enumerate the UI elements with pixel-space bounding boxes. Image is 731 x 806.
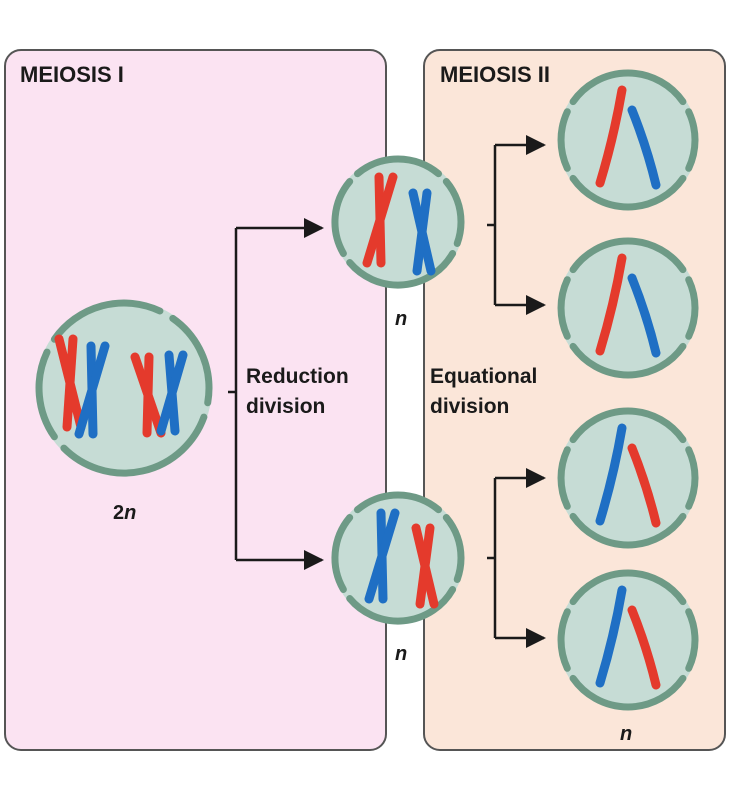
nuclear-envelope [685, 446, 699, 482]
nuclear-envelope [442, 178, 465, 226]
nuclear-envelope [557, 608, 571, 672]
nuclear-envelope [569, 237, 687, 274]
chromatid [62, 334, 78, 432]
haploid-cell-top [331, 155, 465, 289]
chromosome [156, 350, 188, 436]
chromosome [54, 334, 86, 432]
chromatid [156, 350, 188, 436]
nuclear-envelope [569, 569, 687, 606]
reduction-label-line2: division [246, 395, 325, 418]
nuclear-envelope [331, 514, 354, 593]
chromosome [408, 188, 436, 276]
ploidy-label-bottom: n [395, 643, 407, 665]
parent-cell-2n [35, 299, 213, 477]
chromatid [142, 352, 154, 438]
chromosome [627, 105, 661, 190]
chromatid [627, 443, 661, 528]
ploidy-label-final: n [620, 723, 632, 745]
nuclear-envelope [50, 299, 164, 343]
nuclear-envelope [569, 174, 687, 211]
chromosome [364, 508, 400, 604]
nuclear-envelope [685, 108, 699, 144]
cell-body [558, 408, 698, 548]
chromatid [364, 508, 400, 604]
cell-body [558, 570, 698, 710]
cell-body [558, 70, 698, 210]
nuclear-envelope [557, 108, 571, 172]
nuclear-envelope [346, 250, 457, 289]
nuclear-envelope [685, 276, 699, 312]
chromosome [130, 352, 166, 438]
ploidy-label-top: n [395, 308, 407, 330]
daughter-cell-2 [557, 237, 699, 379]
nuclear-envelope [557, 276, 571, 340]
chromosome [362, 172, 398, 268]
nuclear-envelope [331, 178, 354, 257]
daughter-cell-1 [557, 69, 699, 211]
chromatid [627, 605, 661, 690]
chromatid [412, 188, 432, 276]
nuclear-envelope [354, 155, 442, 178]
nuclear-envelope [35, 348, 58, 441]
chromosome [627, 605, 661, 690]
chromatid [595, 253, 627, 356]
nuclear-envelope [569, 69, 687, 106]
nuclear-envelope [569, 342, 687, 379]
chromosome [627, 443, 661, 528]
chromosome [595, 423, 627, 526]
chromosome [74, 341, 110, 439]
nuclear-envelope [685, 608, 699, 644]
nuclear-envelope [442, 514, 465, 562]
nuclear-envelope [346, 586, 457, 625]
chromosome [411, 523, 439, 609]
chromatid [595, 85, 627, 188]
reduction-label-line1: Reduction [246, 365, 349, 388]
chromatid [362, 172, 398, 268]
chromatid [595, 423, 627, 526]
nuclear-envelope [569, 674, 687, 711]
chromosome [627, 273, 661, 358]
daughter-cell-3 [557, 407, 699, 549]
chromatid [74, 341, 110, 439]
daughter-cell-4 [557, 569, 699, 711]
chromosome [595, 85, 627, 188]
nuclear-envelope [569, 407, 687, 444]
chromatid [627, 105, 661, 190]
equational-label-line2: division [430, 395, 509, 418]
cell-body [558, 238, 698, 378]
chromatid [627, 273, 661, 358]
nuclear-envelope [569, 512, 687, 549]
chromatid [595, 585, 627, 688]
meiosis-1-title: MEIOSIS I [20, 62, 124, 87]
meiosis-2-title: MEIOSIS II [440, 62, 550, 87]
equational-label-line1: Equational [430, 365, 537, 388]
nuclear-envelope [169, 314, 213, 392]
nuclear-envelope [557, 446, 571, 510]
haploid-cell-bottom [331, 491, 465, 625]
chromosome [595, 253, 627, 356]
nuclear-envelope [60, 413, 208, 477]
chromosome [595, 585, 627, 688]
nuclear-envelope [354, 491, 442, 514]
ploidy-label-parent: 2n [113, 502, 136, 524]
chromatid [415, 523, 435, 609]
